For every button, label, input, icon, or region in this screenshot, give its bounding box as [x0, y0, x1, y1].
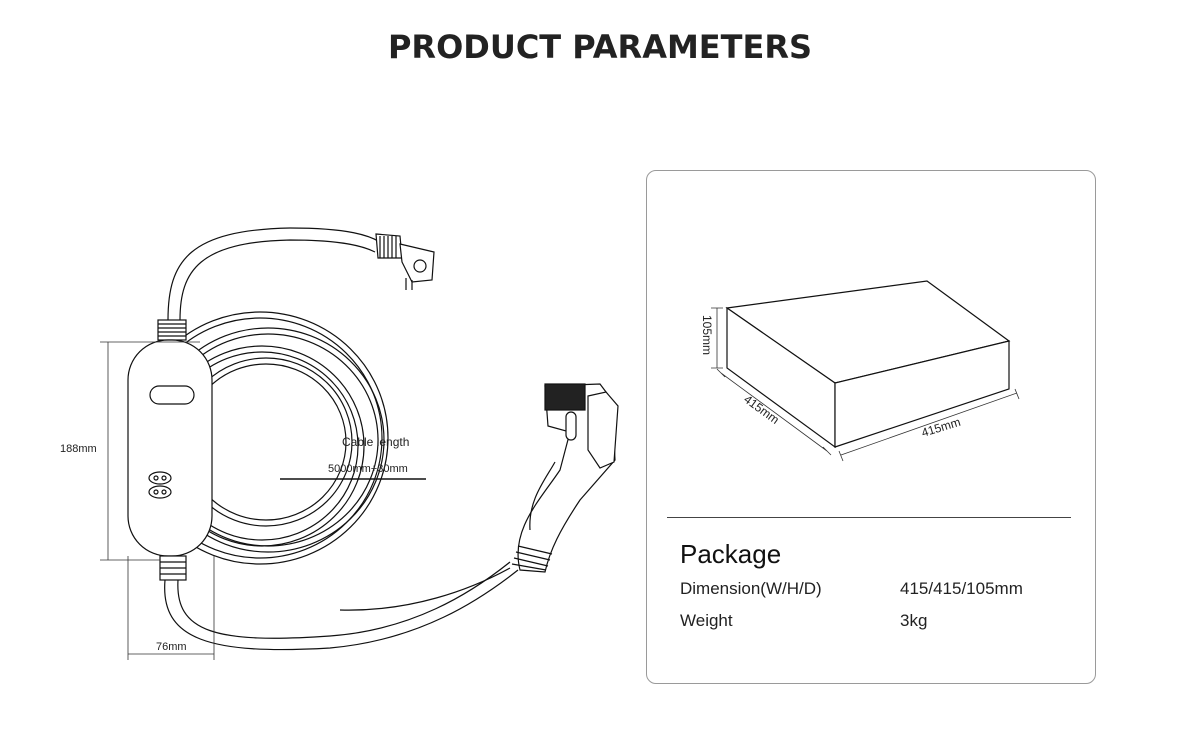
spec-value: 415/415/105mm	[900, 579, 1023, 598]
cable-to-plug	[167, 227, 381, 321]
charger-diagram: 188mm 76mm Cable length 5000mm+30mm	[60, 227, 619, 660]
package-title: Package	[680, 539, 782, 569]
package-box-diagram: 105mm 415mm 415mm	[700, 280, 1020, 462]
package-card: 105mm 415mm 415mm Package Dimension(W/H/…	[646, 170, 1096, 684]
spec-label: Weight	[680, 611, 733, 630]
spec-row-weight: Weight 3kg	[680, 611, 927, 631]
wall-plug-icon	[375, 233, 435, 290]
spec-label: Dimension(W/H/D)	[680, 579, 822, 598]
spec-value: 3kg	[900, 611, 928, 630]
cable-length-label: Cable length	[342, 435, 409, 449]
section-divider	[667, 517, 1071, 518]
height-dimension-label: 188mm	[60, 443, 97, 455]
page-title: PRODUCT PARAMETERS	[387, 28, 813, 66]
control-box	[127, 319, 213, 581]
box-width-label: 415mm	[920, 415, 962, 440]
charging-gun-icon	[511, 383, 619, 573]
cable-to-gun	[164, 569, 519, 651]
spec-row-dimension: Dimension(W/H/D) 415/415/105mm	[680, 579, 1023, 599]
cable-length-value: 5000mm+30mm	[328, 463, 408, 475]
width-dimension-label: 76mm	[156, 641, 187, 653]
box-front-right-face	[834, 340, 1010, 448]
box-height-label: 105mm	[700, 315, 714, 355]
